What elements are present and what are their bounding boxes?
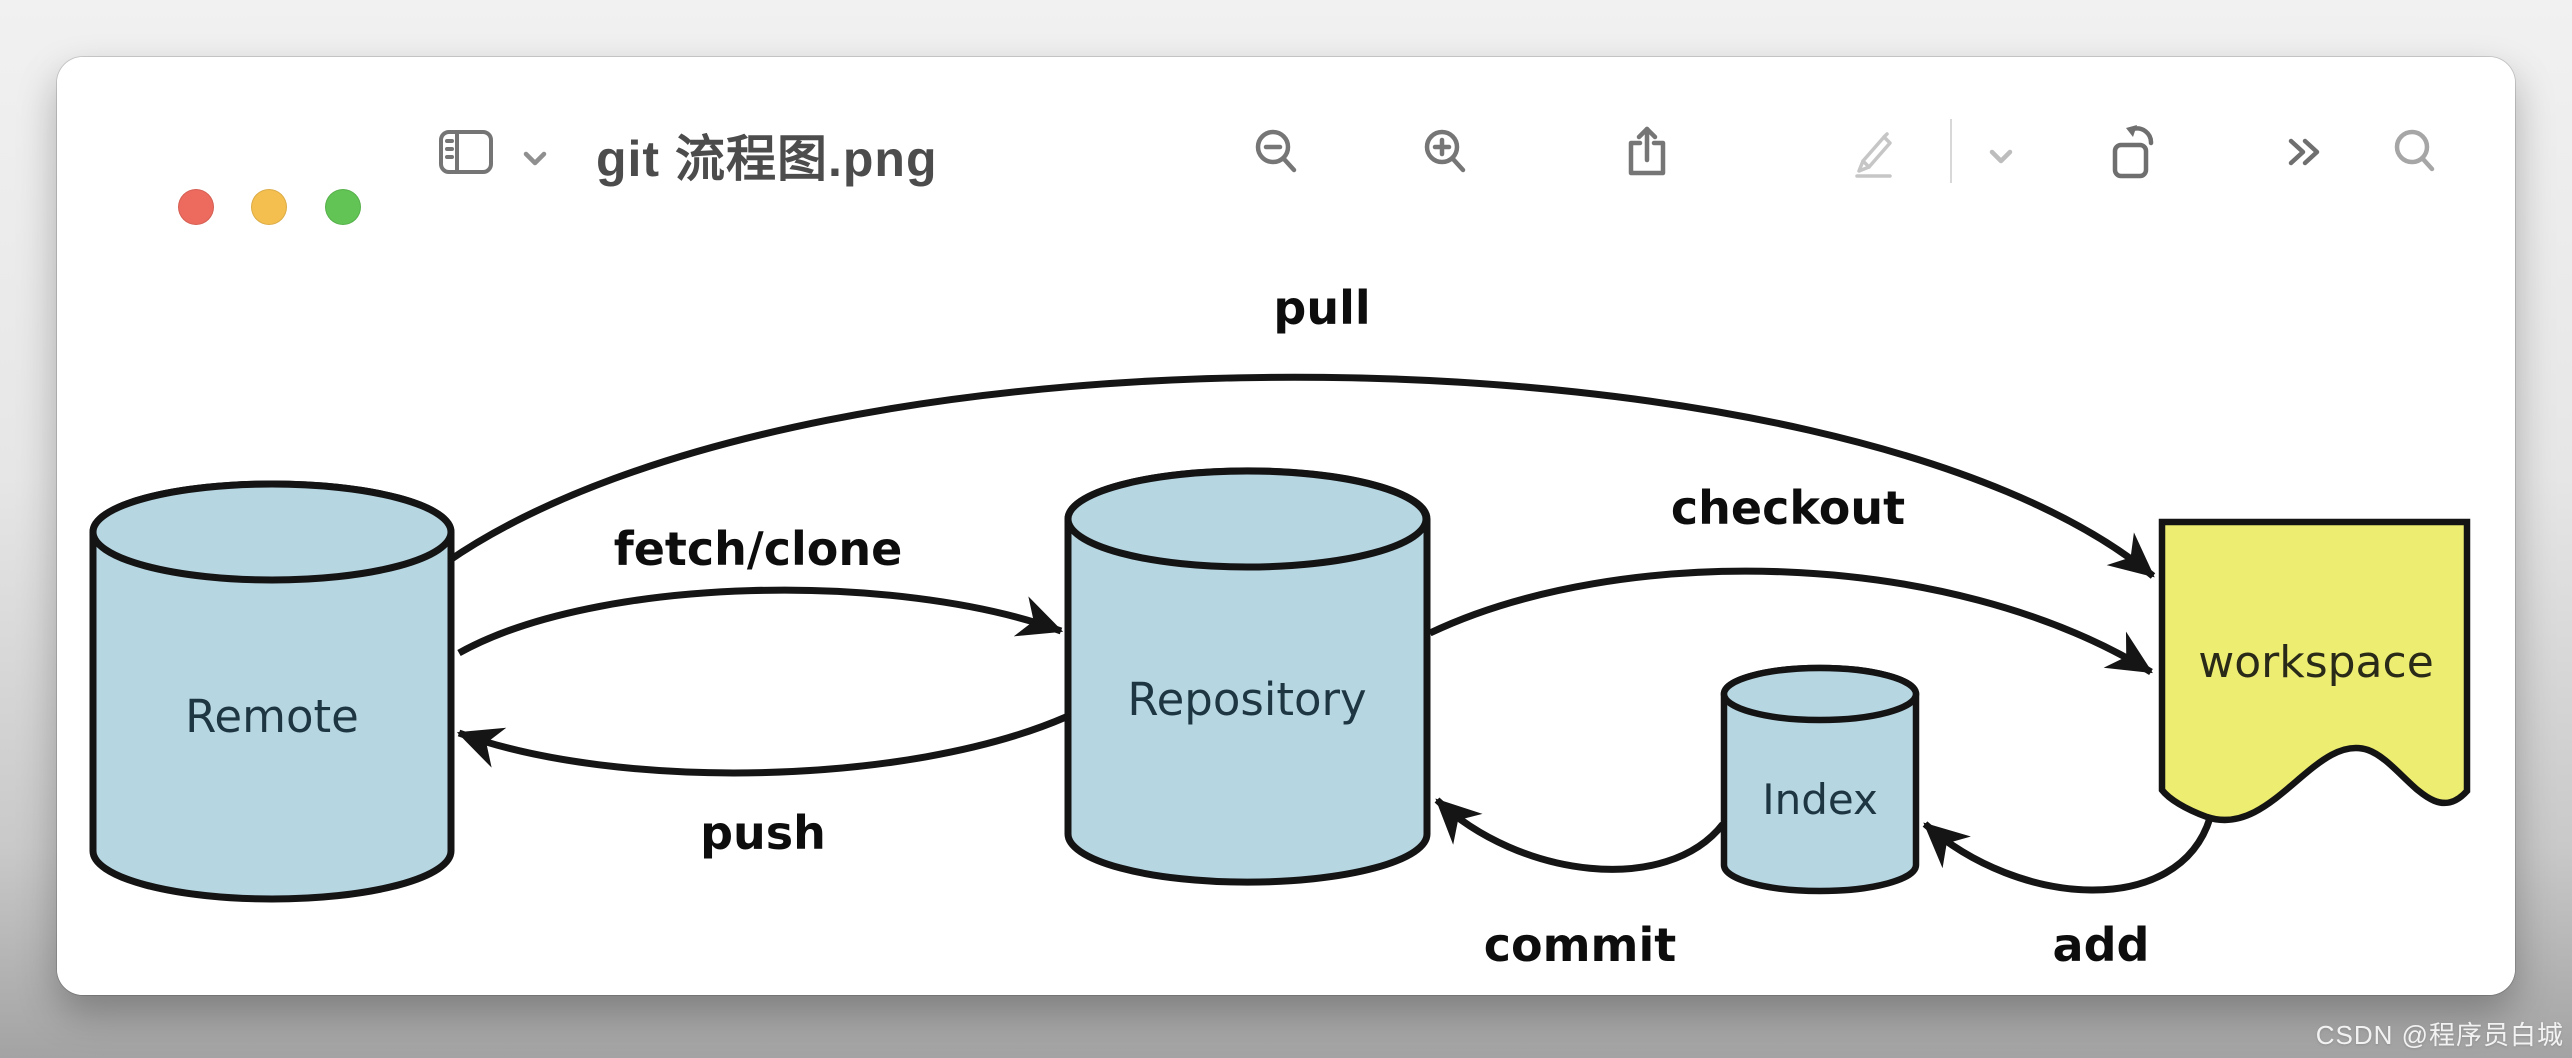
node-label-repository: Repository bbox=[1127, 673, 1366, 726]
traffic-light-close[interactable] bbox=[178, 189, 214, 225]
edge-label-push: push bbox=[700, 806, 826, 860]
toolbar-separator bbox=[1950, 119, 1952, 183]
sidebar-chevron-down-icon[interactable] bbox=[518, 120, 552, 184]
git-flow-diagram: pull fetch/clone checkout push commit ad… bbox=[89, 281, 2471, 972]
node-label-workspace: workspace bbox=[2198, 637, 2434, 688]
rotate-left-button[interactable] bbox=[2106, 120, 2162, 184]
more-toolbar-items-button[interactable] bbox=[2276, 120, 2332, 184]
edge-label-commit: commit bbox=[1484, 918, 1677, 972]
traffic-light-minimize[interactable] bbox=[251, 189, 287, 225]
node-repository: Repository bbox=[1064, 467, 1431, 886]
window-title: git 流程图.png bbox=[596, 131, 938, 187]
document-canvas: pull fetch/clone checkout push commit ad… bbox=[57, 246, 2515, 995]
edge-checkout: checkout bbox=[1428, 481, 2153, 675]
edge-label-checkout: checkout bbox=[1671, 481, 1905, 535]
node-index: Index bbox=[1720, 664, 1920, 895]
node-label-index: Index bbox=[1762, 775, 1878, 824]
sidebar-icon[interactable] bbox=[438, 120, 494, 184]
markup-chevron-down-icon[interactable] bbox=[1984, 120, 2018, 184]
share-button[interactable] bbox=[1619, 120, 1675, 184]
markup-pencil-icon[interactable] bbox=[1847, 120, 1903, 184]
edge-label-fetch-clone: fetch/clone bbox=[614, 522, 903, 576]
search-icon[interactable] bbox=[2386, 120, 2442, 184]
node-label-remote: Remote bbox=[185, 690, 359, 743]
edge-add: add bbox=[1922, 816, 2214, 972]
zoom-in-button[interactable] bbox=[1417, 120, 1473, 184]
node-workspace: workspace bbox=[2158, 518, 2471, 823]
edge-label-add: add bbox=[2053, 918, 2150, 972]
toolbar: git 流程图.png bbox=[57, 57, 2515, 248]
zoom-out-button[interactable] bbox=[1248, 120, 1304, 184]
preview-window: git 流程图.png bbox=[57, 57, 2515, 995]
csdn-watermark: CSDN @程序员白城 bbox=[2315, 1020, 2564, 1050]
edge-commit: commit bbox=[1434, 797, 1726, 972]
edge-push: push bbox=[456, 713, 1068, 860]
traffic-light-zoom[interactable] bbox=[325, 189, 361, 225]
edge-pull: pull bbox=[445, 281, 2156, 579]
edge-fetch-clone: fetch/clone bbox=[457, 522, 1064, 657]
node-remote: Remote bbox=[89, 480, 455, 903]
edge-label-pull: pull bbox=[1273, 281, 1370, 335]
